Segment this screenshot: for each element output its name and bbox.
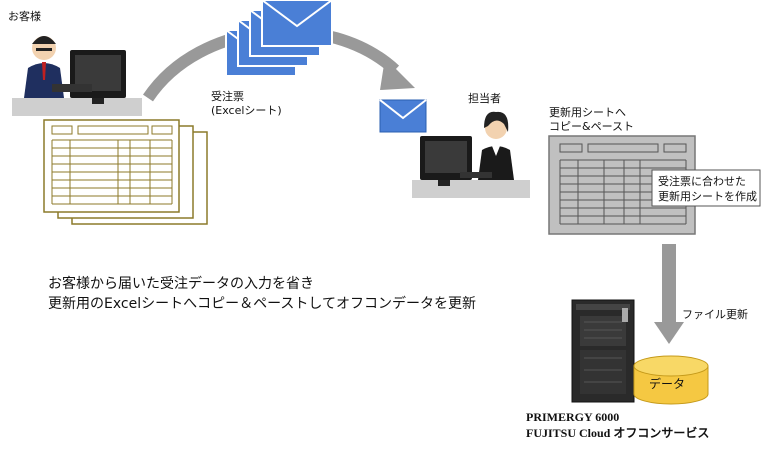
staff-label: 担当者 [468, 92, 501, 105]
callout-text-line1: 受注票に合わせた [658, 175, 746, 188]
callout-text-line2: 更新用シートを作成 [658, 190, 757, 203]
envelope-stack-icon [225, 0, 333, 77]
customer-label: お客様 [8, 10, 41, 23]
description-line1: お客様から届いた受注データの入力を省き [48, 276, 314, 292]
order-form-sheets [43, 119, 208, 225]
server-name-line1: PRIMERGY 6000 [526, 410, 620, 424]
down-arrow-head [654, 322, 684, 344]
server-name-line2: FUJITSU Cloud オフコンサービス [526, 426, 710, 440]
data-label: データ [649, 377, 686, 391]
copy-paste-label-line1: 更新用シートへ [549, 106, 626, 119]
staff-illustration [412, 111, 530, 198]
data-cylinder-icon [633, 355, 709, 405]
description-line2: 更新用のExcelシートへコピー＆ペーストしてオフコンデータを更新 [48, 296, 476, 312]
order-form-label-line2: (Excelシート) [211, 104, 282, 117]
down-arrow-shaft [662, 244, 676, 322]
file-update-label: ファイル更新 [682, 308, 748, 321]
envelope-icon [379, 99, 427, 133]
curved-arrow-head [380, 58, 415, 90]
copy-paste-label-line2: コピー&ペースト [549, 120, 635, 133]
callout-box [651, 169, 761, 207]
order-form-label-line1: 受注票 [211, 90, 244, 103]
server-illustration [571, 299, 635, 403]
customer-illustration [12, 36, 142, 116]
